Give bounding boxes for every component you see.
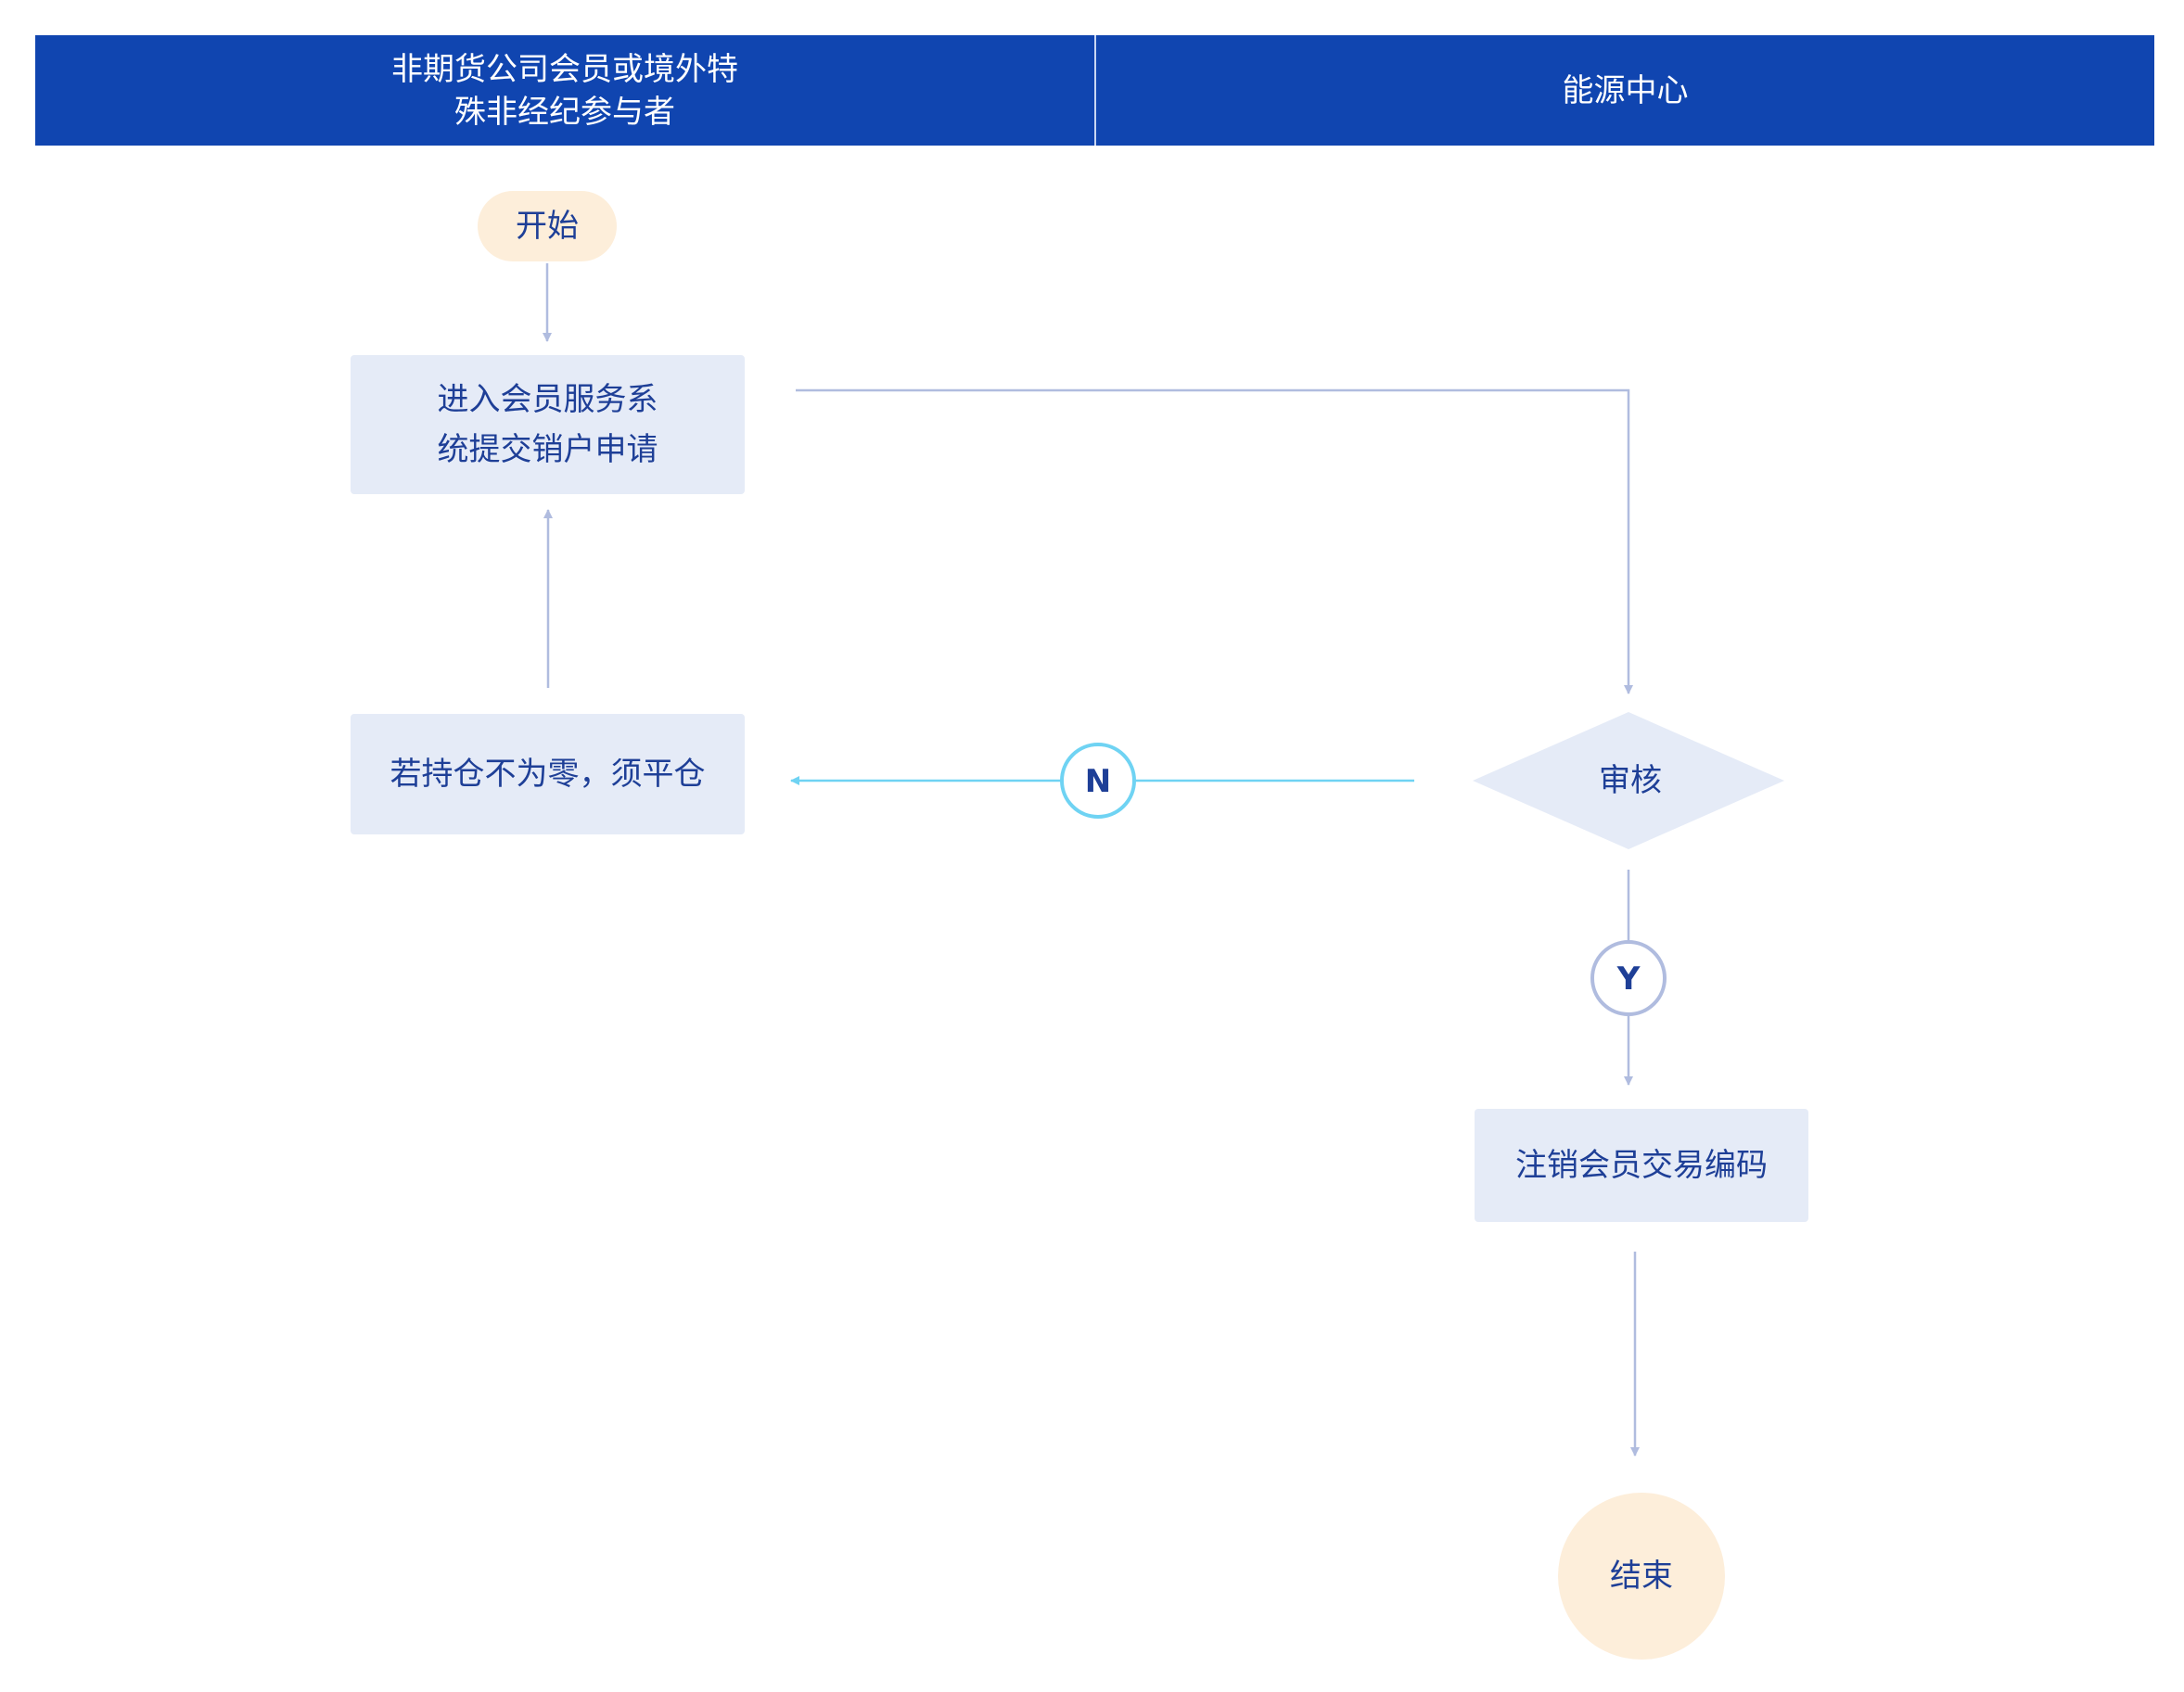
- end-label: 结束: [1610, 1558, 1673, 1595]
- cancel-code-node: 注销会员交易编码: [1475, 1109, 1808, 1222]
- yes-branch-label: Y: [1616, 960, 1641, 998]
- close-positions-label: 若持仓不为零，须平仓: [390, 756, 706, 793]
- arrow-submit-to-review: [796, 388, 1633, 694]
- start-node: 开始: [478, 191, 617, 261]
- lane-title-energy-center: 能源中心: [1562, 71, 1689, 109]
- cancel-code-label: 注销会员交易编码: [1515, 1147, 1768, 1184]
- end-node: 结束: [1558, 1493, 1725, 1660]
- no-branch-label: N: [1085, 763, 1111, 800]
- yes-branch-badge: [1590, 940, 1667, 1016]
- start-label: 开始: [516, 208, 579, 245]
- lane-title-participant: 非期货公司会员或境外特 殊非经纪参与者: [391, 50, 738, 131]
- lane-header-participant: 非期货公司会员或境外特 殊非经纪参与者: [35, 35, 1094, 146]
- review-label: 审核: [1599, 762, 1662, 799]
- no-branch-badge: [1060, 743, 1136, 819]
- review-decision-node: 审核: [1476, 712, 1784, 849]
- lane-divider: [1094, 35, 1096, 146]
- submit-request-label: 进入会员服务系 统提交销户申请: [437, 381, 658, 468]
- review-diamond-shape: [1473, 712, 1784, 849]
- close-positions-node: 若持仓不为零，须平仓: [351, 714, 745, 834]
- submit-request-node: 进入会员服务系 统提交销户申请: [351, 355, 745, 494]
- lane-header-energy-center: 能源中心: [1096, 35, 2154, 146]
